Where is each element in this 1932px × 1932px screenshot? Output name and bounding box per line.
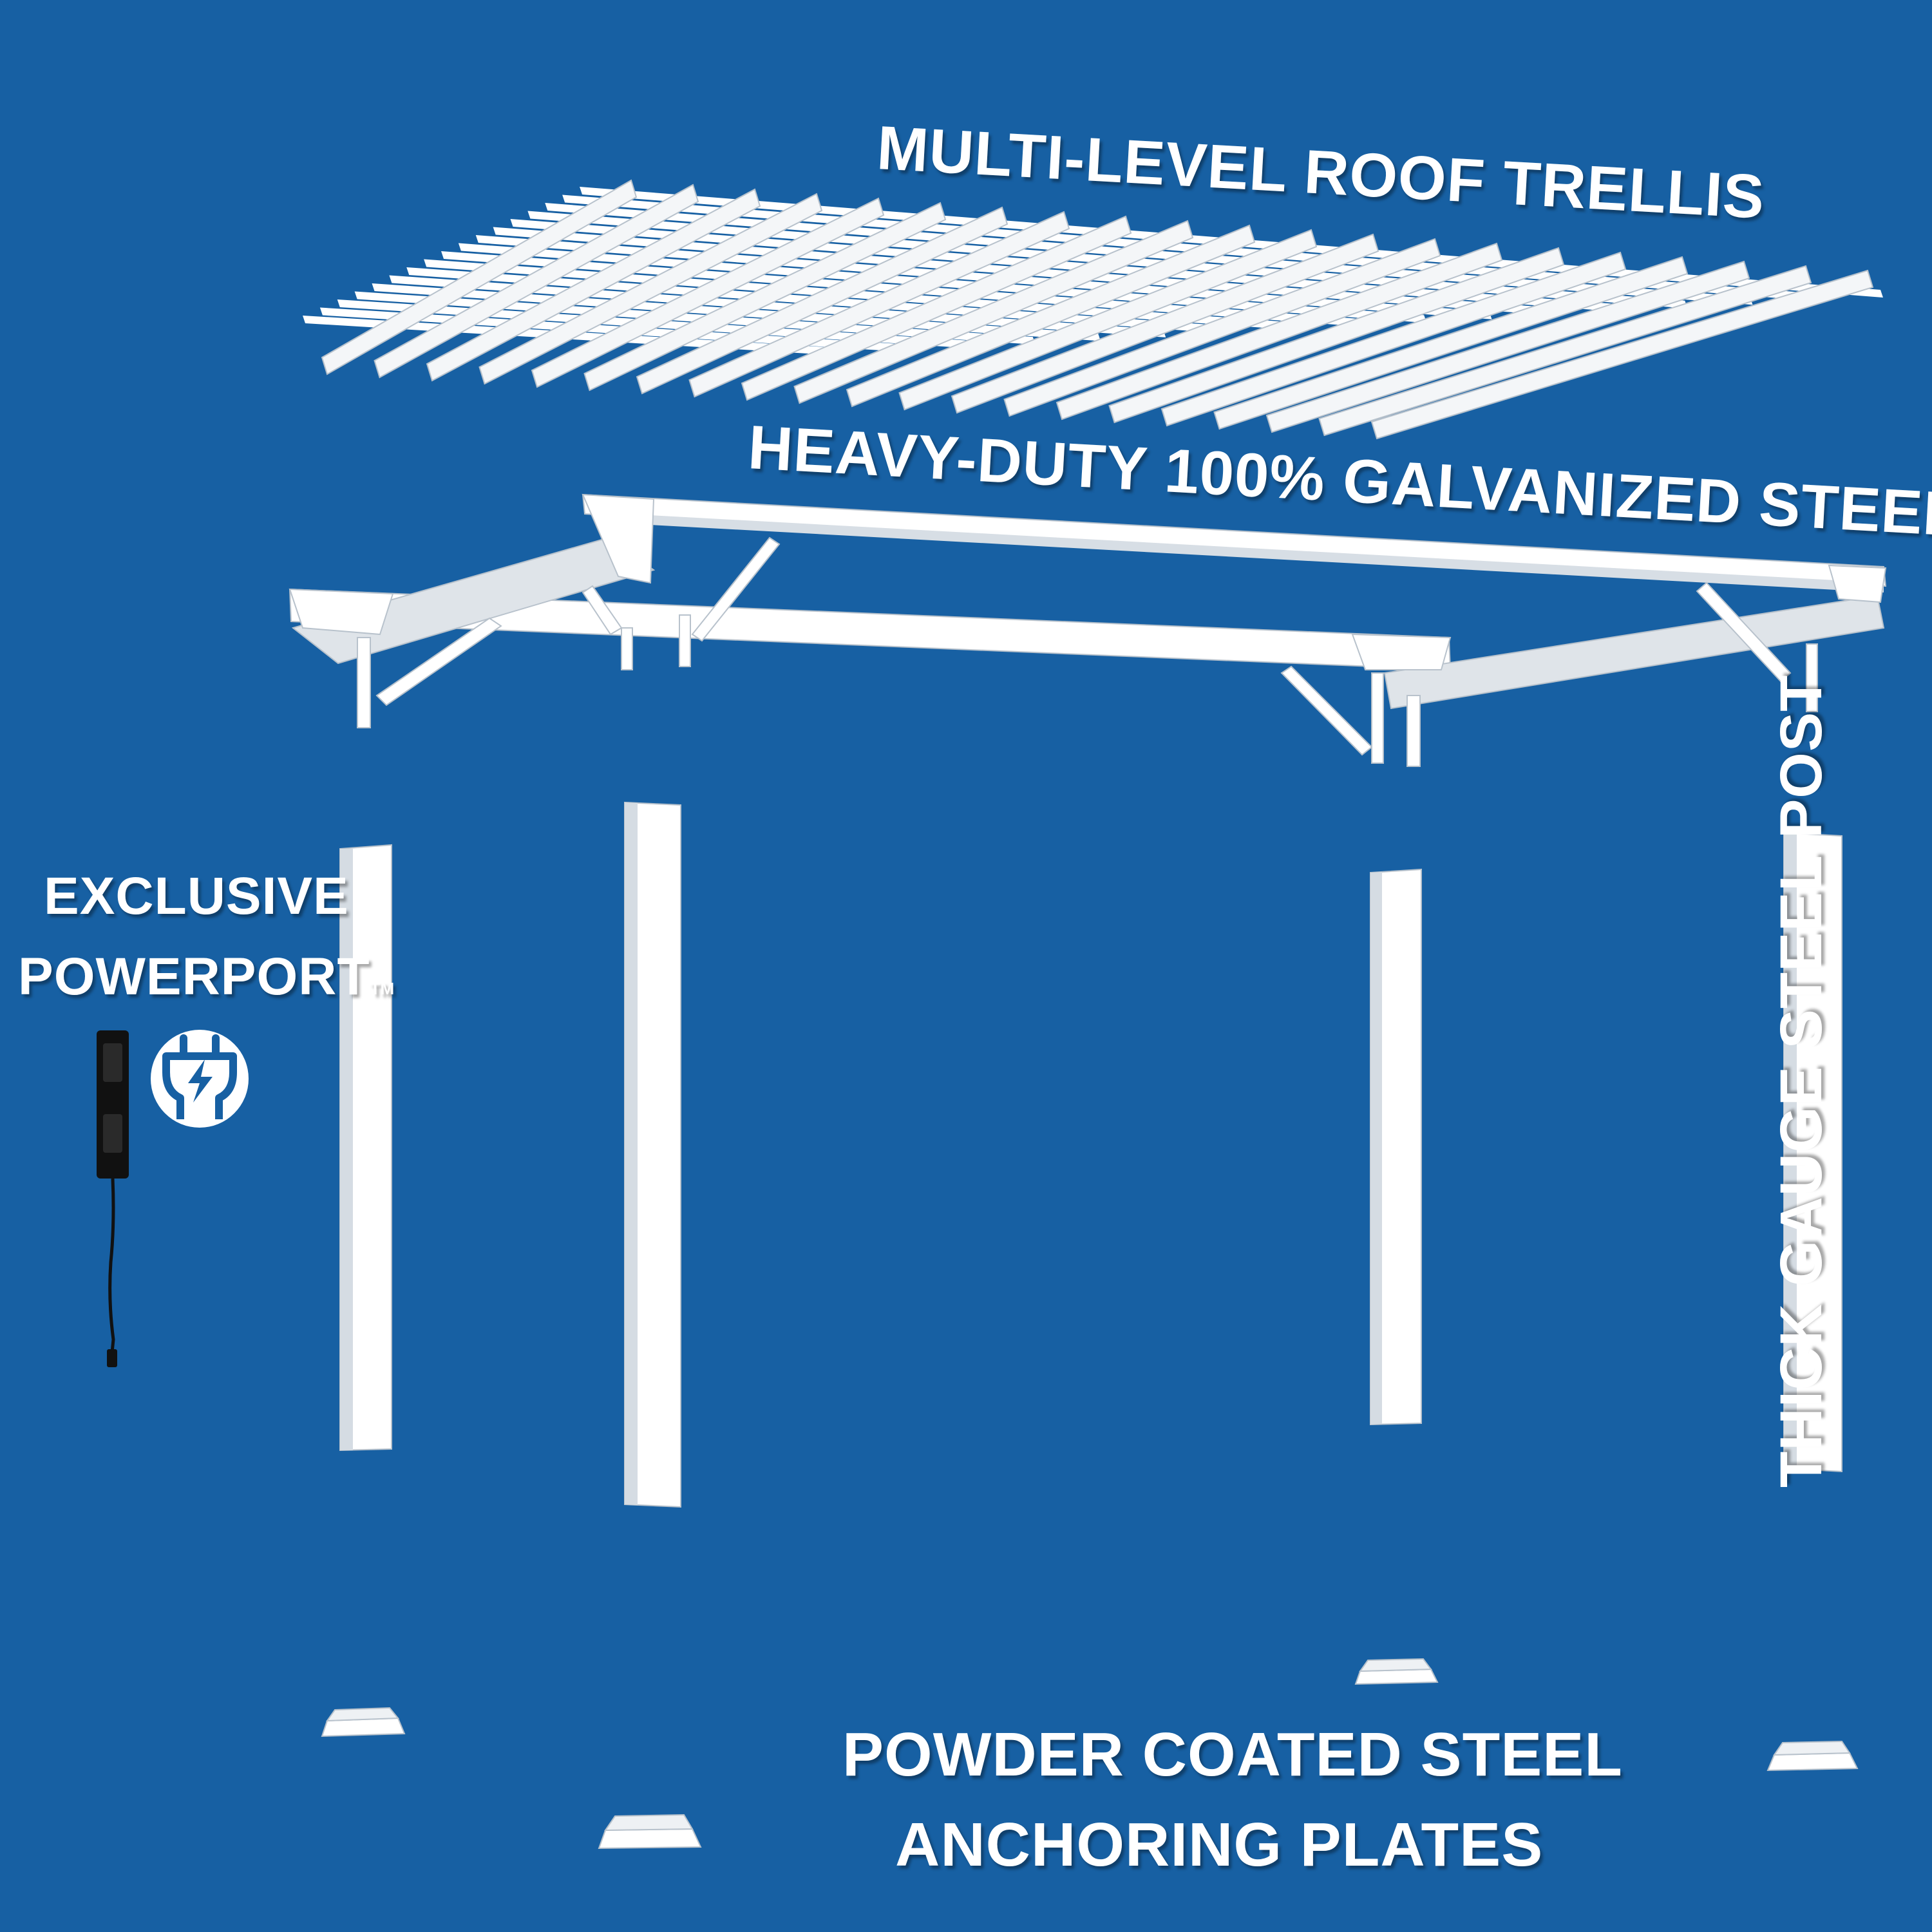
trademark-mark: TM: [370, 979, 395, 998]
anchoring-plates-label-line2: ANCHORING PLATES: [895, 1810, 1544, 1879]
powerport-title-line2: POWERPORTTM: [18, 947, 394, 1007]
right-side-beam: [1383, 594, 1885, 710]
post-1: [339, 844, 392, 1452]
steel-frame: [289, 493, 1887, 767]
anchor-plate-2: [598, 1814, 702, 1850]
powerport-name: POWERPORT: [18, 947, 370, 1006]
steel-posts: [339, 801, 1842, 1508]
back-beam: [582, 493, 1887, 587]
anchor-plate-4: [1766, 1740, 1859, 1772]
trellis-rafter: [951, 233, 1379, 414]
brace-5: [1696, 582, 1792, 683]
trellis-rafter: [636, 206, 1009, 395]
bracket-1: [357, 637, 371, 728]
powerport-outlet-icon: [97, 1030, 129, 1367]
trellis-rafter: [1160, 251, 1627, 427]
post-2: [624, 801, 681, 1508]
post-3: [1370, 868, 1422, 1426]
anchor-plate-3: [1354, 1658, 1439, 1685]
trellis-rafter: [688, 211, 1070, 398]
bracket-2: [621, 627, 633, 670]
trellis-rafter: [426, 188, 761, 382]
back-right-cap: [1828, 564, 1887, 603]
trellis-rafter: [1213, 256, 1689, 430]
left-side-beam: [291, 536, 656, 665]
bracket-6: [1806, 643, 1818, 712]
plug-lightning-icon: [151, 1030, 249, 1128]
trellis-rafter: [1108, 247, 1565, 424]
anchor-plate-1: [321, 1707, 406, 1738]
bracket-4: [1371, 672, 1384, 764]
brace-2: [582, 585, 623, 636]
left-beam-cap: [289, 588, 394, 636]
powerport-title-line1: EXCLUSIVE: [44, 867, 349, 925]
trellis-rafter: [1056, 242, 1503, 421]
trellis-rafter: [531, 197, 885, 388]
trellis-rafter: [1318, 265, 1812, 437]
anchoring-plates-label-line1: POWDER COATED STEEL: [842, 1720, 1623, 1789]
trellis-rafter: [374, 184, 699, 379]
roof-trellis: [303, 179, 1883, 440]
post-4: [1783, 831, 1842, 1473]
brace-3: [691, 536, 781, 642]
trellis-rafter: [1265, 260, 1750, 433]
trellis-rafter: [1003, 238, 1441, 417]
trellis-rafter: [478, 193, 823, 385]
trellis-rafter: [321, 179, 638, 375]
back-beam-shadow: [650, 515, 1884, 592]
trellis-rafter: [583, 202, 947, 392]
right-beam-cap: [1351, 633, 1452, 670]
trellis-rafter: [793, 220, 1194, 404]
steel-post-label: THICK GAUGE STEEL POST: [1768, 674, 1834, 1488]
trellis-rafter: [1370, 269, 1874, 440]
trellis-rafter: [898, 229, 1318, 411]
back-left-cap: [582, 493, 655, 584]
anchoring-plates: [321, 1658, 1859, 1850]
trellis-rafter: [846, 224, 1256, 408]
trellis-rafter: [741, 215, 1132, 401]
bracket-3: [679, 614, 691, 667]
brace-1: [375, 617, 502, 706]
bracket-5: [1406, 695, 1421, 767]
brace-4: [1280, 665, 1373, 756]
